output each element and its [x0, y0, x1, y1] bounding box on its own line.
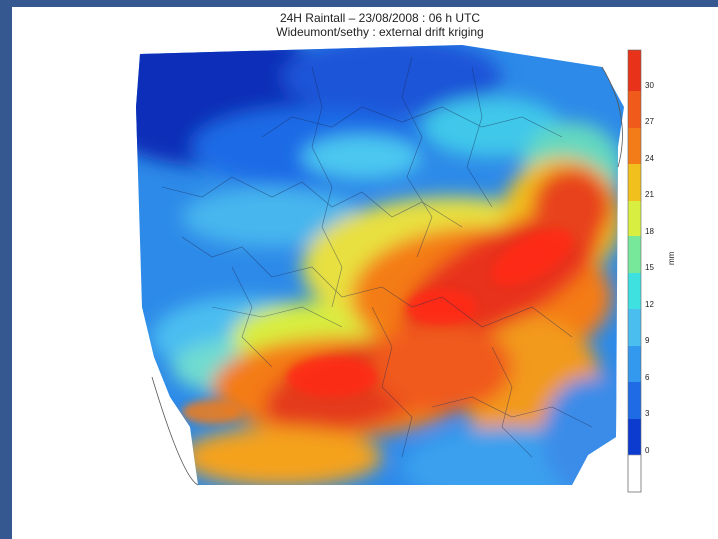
colorbar-tick-3: 3	[645, 409, 650, 418]
title-line-1: 24H Raintall – 23/08/2008 : 06 h UTC	[279, 11, 481, 25]
colorbar-band-zero	[627, 454, 642, 493]
colorbar-tick-21: 21	[645, 190, 654, 199]
colorbar-band-15	[628, 236, 641, 273]
colorbar-band-30	[628, 50, 641, 91]
colorbar-band-12	[628, 273, 641, 309]
radar-range-arc-left	[151, 376, 199, 486]
colorbar-tick-27: 27	[645, 117, 654, 126]
colorbar-band-24	[628, 128, 641, 164]
colorbar-outline	[627, 49, 642, 493]
colorbar-band-3	[628, 382, 641, 419]
colorbar-tick-6: 6	[645, 373, 650, 382]
rainfall-map	[136, 45, 642, 493]
map-title: 24H Raintall – 23/08/2008 : 06 h UTC Wid…	[12, 11, 718, 39]
colorbar	[627, 49, 642, 493]
colorbar-tick-24: 24	[645, 154, 654, 163]
colorbar-tick-30: 30	[645, 81, 654, 90]
boundaries-overlay	[161, 56, 593, 458]
colorbar-band-27	[628, 91, 641, 128]
colorbar-tick-18: 18	[645, 227, 654, 236]
colorbar-band-9	[628, 309, 641, 346]
colorbar-tick-15: 15	[645, 263, 654, 272]
colorbar-band-6	[628, 346, 641, 382]
radar-range-arc-right	[601, 66, 623, 168]
title-line-2: Wideumont/sethy : external drift kriging	[276, 25, 484, 39]
colorbar-band-0	[628, 419, 641, 455]
rainfall-field	[136, 45, 624, 485]
figure-frame: 24H Raintall – 23/08/2008 : 06 h UTC Wid…	[12, 7, 718, 539]
colorbar-tick-9: 9	[645, 336, 650, 345]
colorbar-band-18	[628, 201, 641, 236]
colorbar-band-21	[628, 164, 641, 201]
colorbar-unit-label: mm	[667, 251, 676, 265]
colorbar-tick-12: 12	[645, 300, 654, 309]
colorbar-tick-0: 0	[645, 446, 650, 455]
